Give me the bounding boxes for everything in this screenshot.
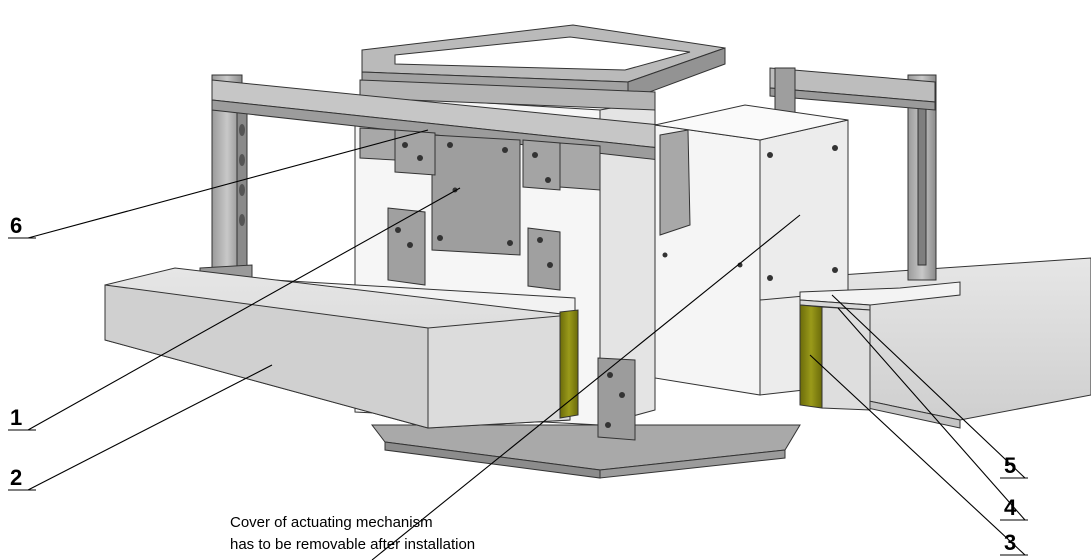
- concrete-slab-right: [839, 257, 1091, 429]
- leader-3: [809, 354, 1026, 556]
- callout-4: 4: [1004, 495, 1017, 520]
- left-post: [199, 74, 253, 284]
- bottom-flange-frame: [370, 424, 801, 479]
- note-line-2: has to be removable after installation: [230, 536, 475, 553]
- calcium-silicate-board-right: [799, 281, 961, 311]
- rear-beam: [769, 67, 936, 129]
- leader-2: [27, 364, 273, 491]
- leader-note: [371, 214, 801, 560]
- callout-1: 1: [10, 405, 22, 430]
- note-line-1: Cover of actuating mechanism: [230, 514, 433, 531]
- leader-6: [27, 129, 429, 239]
- concrete-slab-left: [104, 267, 571, 429]
- leader-1: [27, 187, 461, 431]
- leader-5: [831, 294, 1026, 479]
- callout-2: 2: [10, 465, 22, 490]
- leader-4: [837, 307, 1026, 521]
- mounting-plates: [359, 127, 636, 441]
- callout-5: 5: [1004, 453, 1016, 478]
- top-flange-frame: [361, 24, 726, 101]
- leader-lines: [8, 129, 1028, 560]
- callout-6: 6: [10, 213, 22, 238]
- callout-3: 3: [1004, 530, 1016, 555]
- insulation-strip-left: [559, 309, 579, 419]
